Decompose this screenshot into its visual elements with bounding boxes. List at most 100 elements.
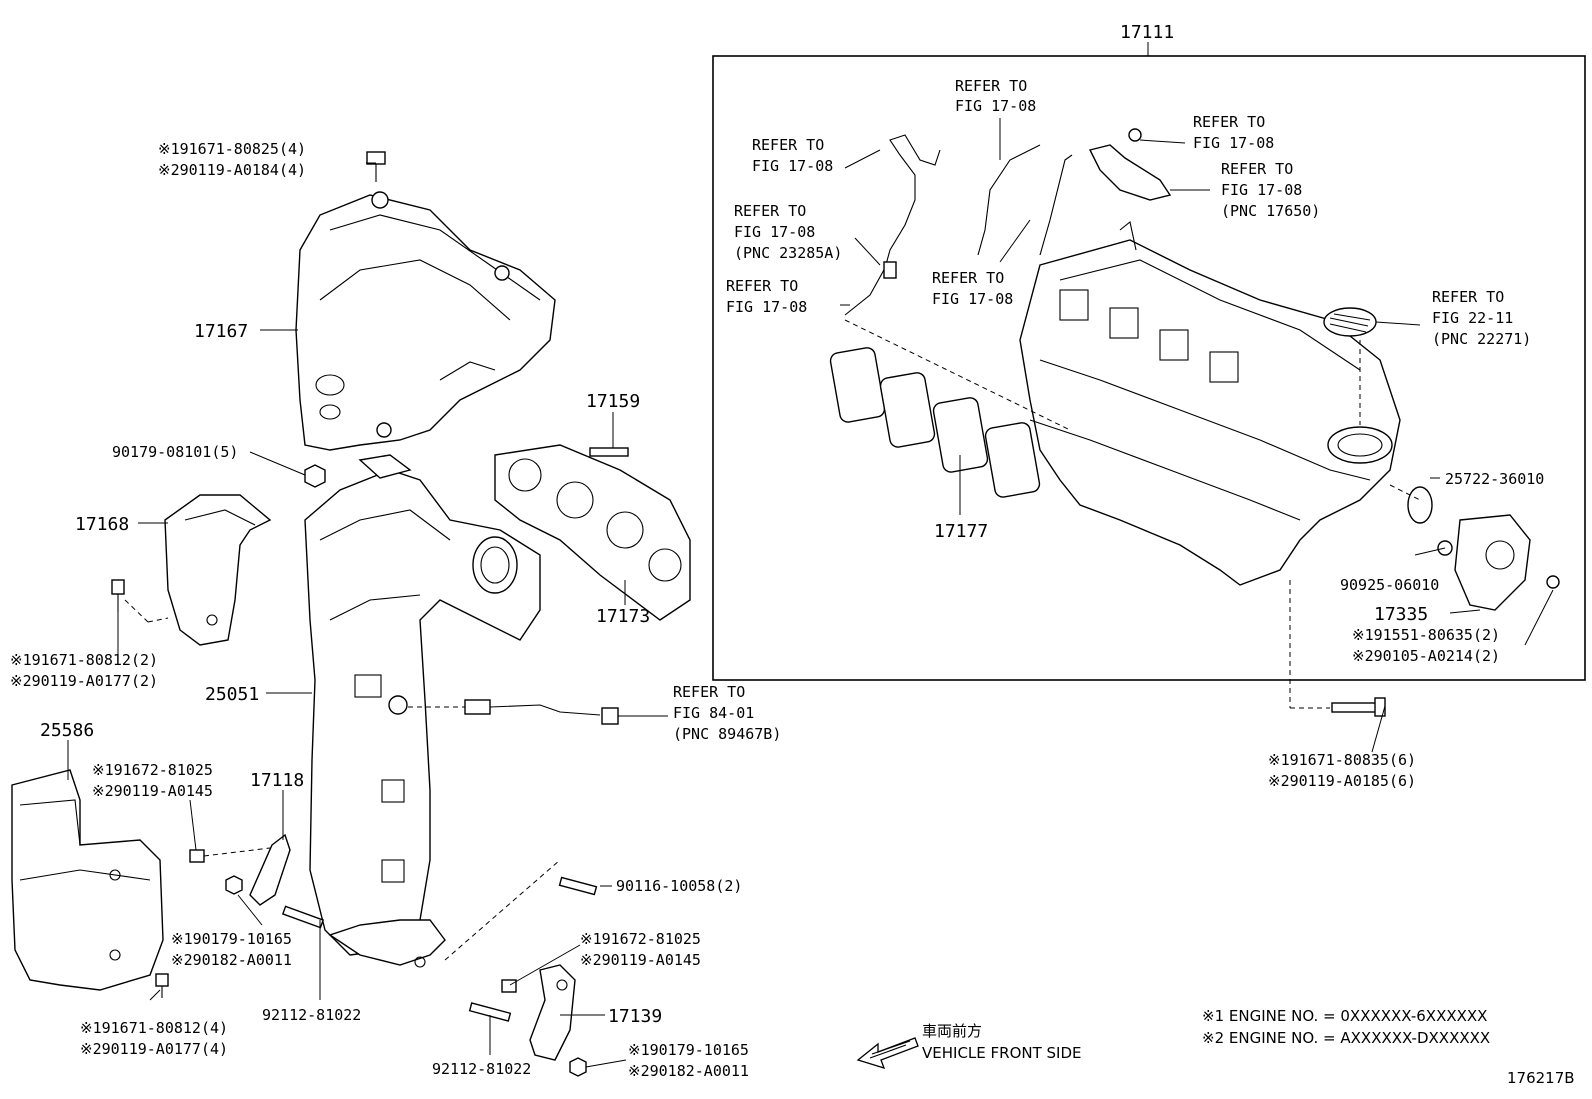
pnc-17159[interactable]: 17159 [586, 391, 640, 412]
svg-text:※191671-80812(4): ※191671-80812(4) [80, 1019, 228, 1037]
label-bolt-heat-top[interactable]: ※191671-80825(4) ※290119-A0184(4) [158, 140, 306, 179]
svg-text:FIG 17-08: FIG 17-08 [955, 97, 1036, 115]
pnc-25051[interactable]: 25051 [205, 684, 259, 705]
heat-insulator-upper[interactable] [295, 191, 556, 451]
svg-text:(PNC 23285A): (PNC 23285A) [734, 244, 842, 262]
pnc-17173[interactable]: 17173 [596, 606, 650, 627]
bracket-17139[interactable] [501, 964, 587, 1077]
pnc-90179[interactable]: 90179-08101(5) [112, 443, 238, 461]
label-nut-17139[interactable]: ※190179-10165 ※290182-A0011 [628, 1041, 749, 1080]
pnc-92112-b[interactable]: 92112-81022 [432, 1060, 531, 1078]
direction-english: VEHICLE FRONT SIDE [922, 1044, 1082, 1062]
pnc-17111[interactable]: 17111 [1120, 22, 1174, 43]
pnc-17167[interactable]: 17167 [194, 321, 248, 342]
intake-manifold[interactable] [1019, 221, 1401, 586]
svg-text:※191671-80825(4): ※191671-80825(4) [158, 140, 306, 158]
svg-text:※191671-80812(2): ※191671-80812(2) [10, 651, 158, 669]
svg-text:(PNC 17650): (PNC 17650) [1221, 202, 1320, 220]
exhaust-gasket[interactable] [494, 444, 691, 621]
pnc-25722[interactable]: 25722-36010 [1445, 470, 1544, 488]
svg-text:FIG 17-08: FIG 17-08 [1221, 181, 1302, 199]
svg-text:FIG 17-08: FIG 17-08 [752, 157, 833, 175]
throttle-body[interactable] [1407, 486, 1560, 611]
group-frame [712, 55, 1586, 681]
svg-text:※290119-A0145: ※290119-A0145 [92, 782, 213, 800]
label-bolt-17335[interactable]: ※191551-80635(2) ※290105-A0214(2) [1352, 626, 1500, 665]
nut-90179[interactable] [304, 464, 326, 488]
svg-text:REFER TO: REFER TO [734, 202, 806, 220]
svg-text:REFER TO: REFER TO [955, 77, 1027, 95]
svg-text:FIG 22-11: FIG 22-11 [1432, 309, 1513, 327]
svg-text:REFER TO: REFER TO [752, 136, 824, 154]
bracket-17118[interactable] [189, 833, 291, 906]
label-refer-2[interactable]: REFER TO FIG 17-08 [752, 136, 833, 175]
pnc-17168[interactable]: 17168 [75, 514, 129, 535]
label-nut-17118[interactable]: ※190179-10165 ※290182-A0011 [171, 930, 292, 969]
heat-insulator-bottom[interactable] [11, 769, 169, 998]
pnc-25586[interactable]: 25586 [40, 720, 94, 741]
label-bolt-17139[interactable]: ※191672-81025 ※290119-A0145 [580, 930, 701, 969]
bolt-top[interactable] [366, 151, 386, 182]
stud-92112[interactable] [281, 859, 598, 1022]
svg-text:FIG 17-08: FIG 17-08 [734, 223, 815, 241]
svg-text:※290119-A0184(4): ※290119-A0184(4) [158, 161, 306, 179]
label-refer-6[interactable]: REFER TO FIG 17-08 [726, 277, 807, 316]
svg-text:FIG 17-08: FIG 17-08 [932, 290, 1013, 308]
svg-text:※290105-A0214(2): ※290105-A0214(2) [1352, 647, 1500, 665]
label-refer-1[interactable]: REFER TO FIG 17-08 [955, 77, 1036, 115]
label-refer-5[interactable]: REFER TO FIG 17-08 (PNC 23285A) [734, 202, 842, 262]
label-refer-8[interactable]: REFER TO FIG 22-11 (PNC 22271) [1432, 288, 1531, 348]
svg-text:(PNC 89467B): (PNC 89467B) [673, 725, 781, 743]
pnc-17118[interactable]: 17118 [250, 770, 304, 791]
pnc-92112-a[interactable]: 92112-81022 [262, 1006, 361, 1024]
refer-hoses [844, 128, 1172, 431]
arrow-icon [856, 1037, 919, 1070]
intake-gaskets[interactable] [829, 347, 1041, 499]
svg-text:※191671-80835(6): ※191671-80835(6) [1268, 751, 1416, 769]
svg-text:(PNC 22271): (PNC 22271) [1432, 330, 1531, 348]
svg-text:REFER TO: REFER TO [1193, 113, 1265, 131]
svg-text:REFER TO: REFER TO [1432, 288, 1504, 306]
svg-text:※191672-81025: ※191672-81025 [580, 930, 701, 948]
direction-japanese: 車両前方 [922, 1022, 982, 1040]
svg-text:※190179-10165: ※190179-10165 [628, 1041, 749, 1059]
svg-text:※290119-A0177(2): ※290119-A0177(2) [10, 672, 158, 690]
svg-text:FIG 84-01: FIG 84-01 [673, 704, 754, 722]
svg-text:REFER TO: REFER TO [726, 277, 798, 295]
figure-code: 176217B [1507, 1069, 1575, 1087]
svg-text:※290119-A0145: ※290119-A0145 [580, 951, 701, 969]
gasket-dash [1389, 484, 1421, 501]
label-bolt-manifold[interactable]: ※191671-80835(6) ※290119-A0185(6) [1268, 751, 1416, 790]
engine-note-2: ※2 ENGINE NO. = AXXXXXX-DXXXXXX [1202, 1029, 1490, 1047]
svg-text:※191551-80635(2): ※191551-80635(2) [1352, 626, 1500, 644]
label-refer-4[interactable]: REFER TO FIG 17-08 (PNC 17650) [1221, 160, 1320, 220]
label-refer-9[interactable]: REFER TO FIG 84-01 (PNC 89467B) [673, 683, 781, 743]
heat-insulator-lower[interactable] [111, 494, 272, 646]
label-refer-7[interactable]: REFER TO FIG 17-08 [932, 269, 1013, 308]
svg-text:※191672-81025: ※191672-81025 [92, 761, 213, 779]
leader-lines [67, 118, 1554, 1068]
pnc-90116[interactable]: 90116-10058(2) [616, 877, 742, 895]
stud-17159[interactable] [589, 447, 629, 457]
svg-text:REFER TO: REFER TO [932, 269, 1004, 287]
pnc-17139[interactable]: 17139 [608, 1006, 662, 1027]
intake-manifold-group: 17111 [712, 22, 1586, 681]
label-bolt-17168[interactable]: ※191671-80812(2) ※290119-A0177(2) [10, 651, 158, 690]
oxygen-sensor [408, 699, 668, 725]
label-bolt-shield-bottom[interactable]: ※191671-80812(4) ※290119-A0177(4) [80, 1019, 228, 1058]
hose-dash [844, 319, 1071, 431]
label-bolt-25586[interactable]: ※191672-81025 ※290119-A0145 [92, 761, 213, 800]
pnc-17335[interactable]: 17335 [1374, 604, 1428, 625]
pnc-90925[interactable]: 90925-06010 [1340, 576, 1439, 594]
svg-text:REFER TO: REFER TO [1221, 160, 1293, 178]
svg-text:FIG 17-08: FIG 17-08 [726, 298, 807, 316]
svg-text:FIG 17-08: FIG 17-08 [1193, 134, 1274, 152]
engine-note-1: ※1 ENGINE NO. = 0XXXXXX-6XXXXXX [1202, 1007, 1487, 1025]
label-refer-3[interactable]: REFER TO FIG 17-08 [1193, 113, 1274, 152]
exhaust-manifold[interactable] [304, 454, 541, 968]
pnc-17177[interactable]: 17177 [934, 521, 988, 542]
svg-text:※290182-A0011: ※290182-A0011 [628, 1062, 749, 1080]
svg-text:※190179-10165: ※190179-10165 [171, 930, 292, 948]
manifold-bolt[interactable] [1289, 580, 1386, 717]
